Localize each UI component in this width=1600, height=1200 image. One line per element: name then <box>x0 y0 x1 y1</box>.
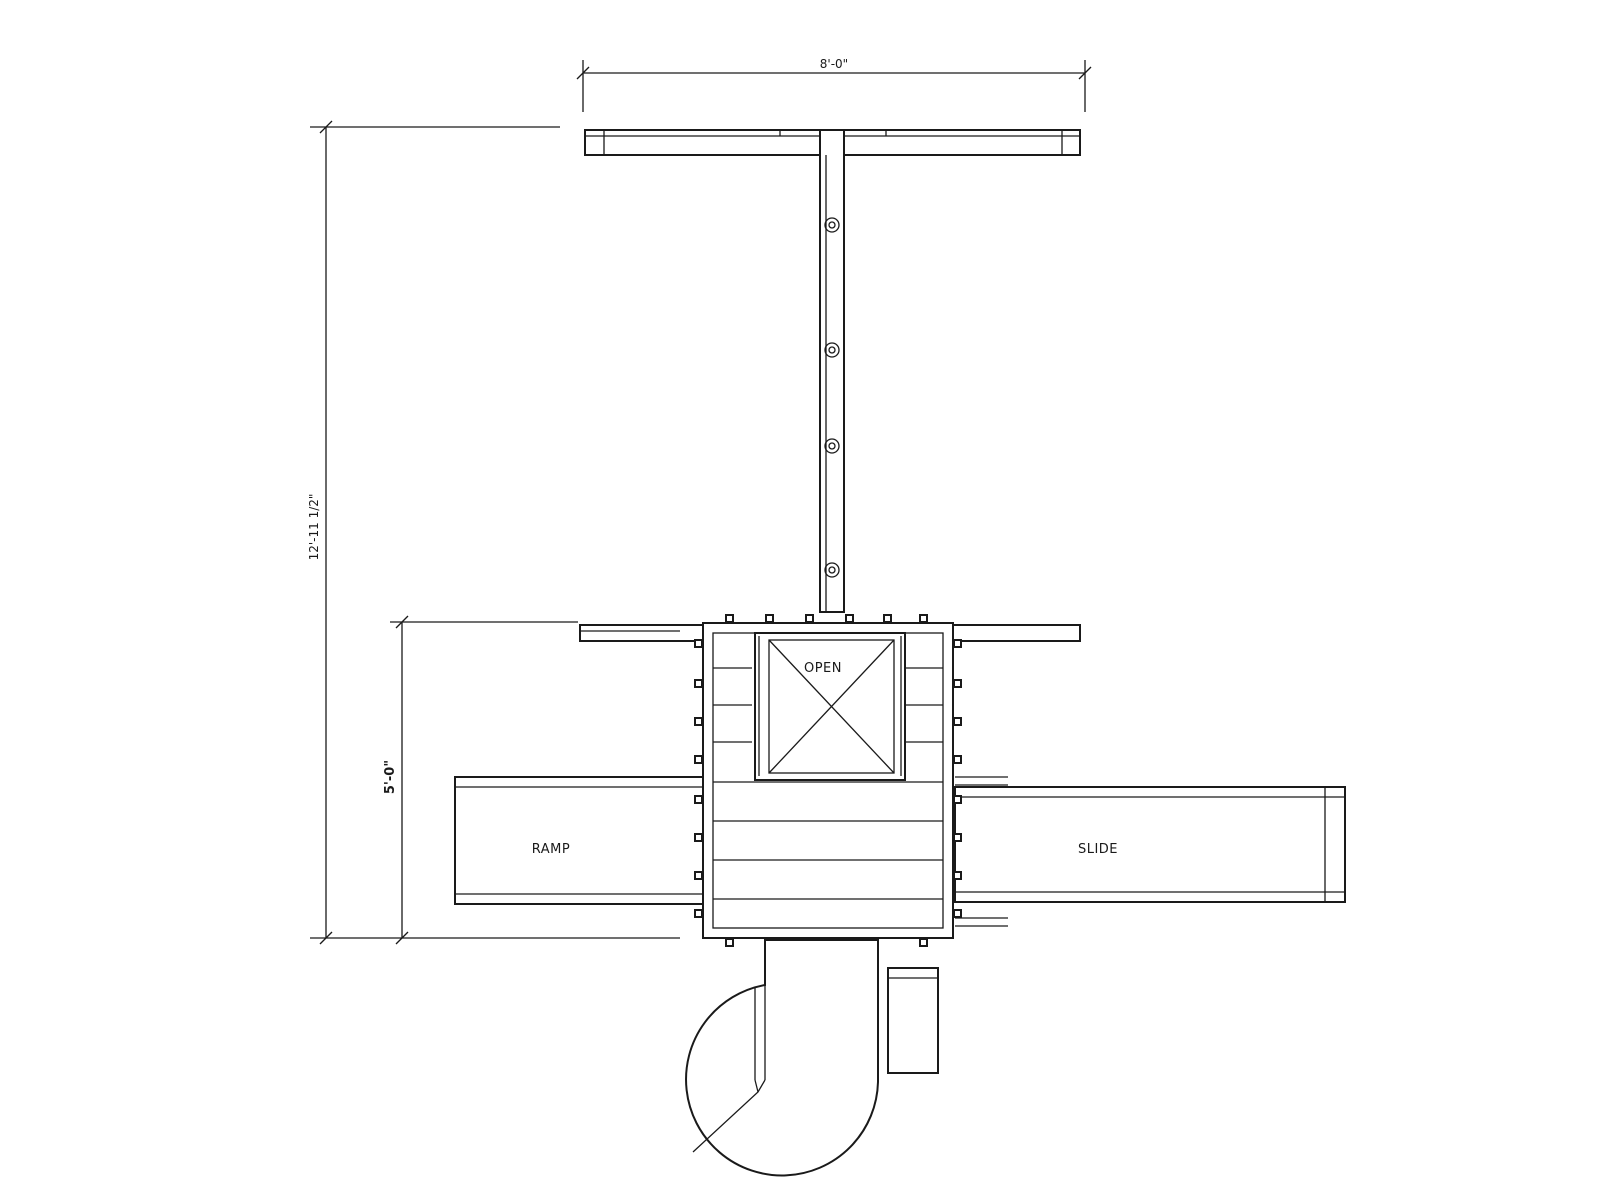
swing-hanger-icon <box>824 217 840 233</box>
ramp-label: RAMP <box>532 842 570 857</box>
deck-height-label: 5'-0" <box>383 760 398 794</box>
top-width-dimension: 8'-0" <box>576 57 1092 112</box>
open-hatch: OPEN <box>754 632 906 781</box>
overall-height-dimension: 12'-11 1/2" <box>307 120 680 945</box>
slide: SLIDE <box>954 776 1346 927</box>
top-width-label: 8'-0" <box>820 57 848 71</box>
overall-height-label: 12'-11 1/2" <box>307 494 321 561</box>
open-label: OPEN <box>804 661 842 676</box>
swing-beam <box>819 129 845 613</box>
swing-hanger-icon <box>824 342 840 358</box>
swing-hanger-icon <box>824 438 840 454</box>
swing-hanger-icon <box>824 562 840 578</box>
tower-bolts <box>694 614 962 947</box>
ramp: RAMP <box>454 776 706 905</box>
spiral-slide <box>685 939 939 1177</box>
deck-height-dimension: 5'-0" <box>383 615 578 945</box>
slide-label: SLIDE <box>1078 842 1118 857</box>
